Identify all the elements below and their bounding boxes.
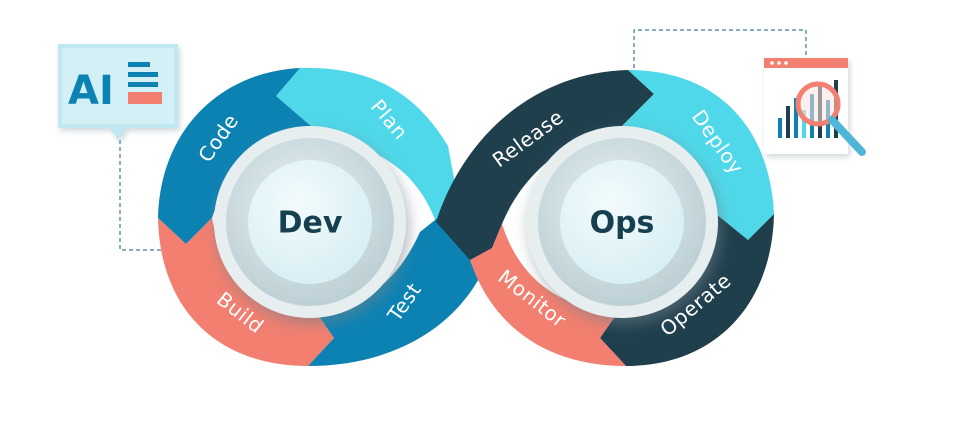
ops-hub: Ops — [526, 126, 718, 318]
dev-label: Dev — [278, 206, 343, 241]
magnifier-chart-icon — [764, 58, 866, 156]
document-lines-icon — [128, 62, 162, 104]
ai-connector-line — [119, 140, 162, 251]
segment-release — [436, 70, 654, 260]
ai-document-icon — [58, 44, 178, 140]
segment-deploy — [622, 70, 774, 240]
ai-badge-text: AI — [68, 68, 114, 114]
dev-hub: Dev — [214, 126, 406, 318]
segment-monitor — [470, 224, 626, 366]
ops-label: Ops — [590, 206, 655, 241]
segment-code — [158, 68, 312, 244]
analytics-connector-line — [633, 29, 807, 68]
